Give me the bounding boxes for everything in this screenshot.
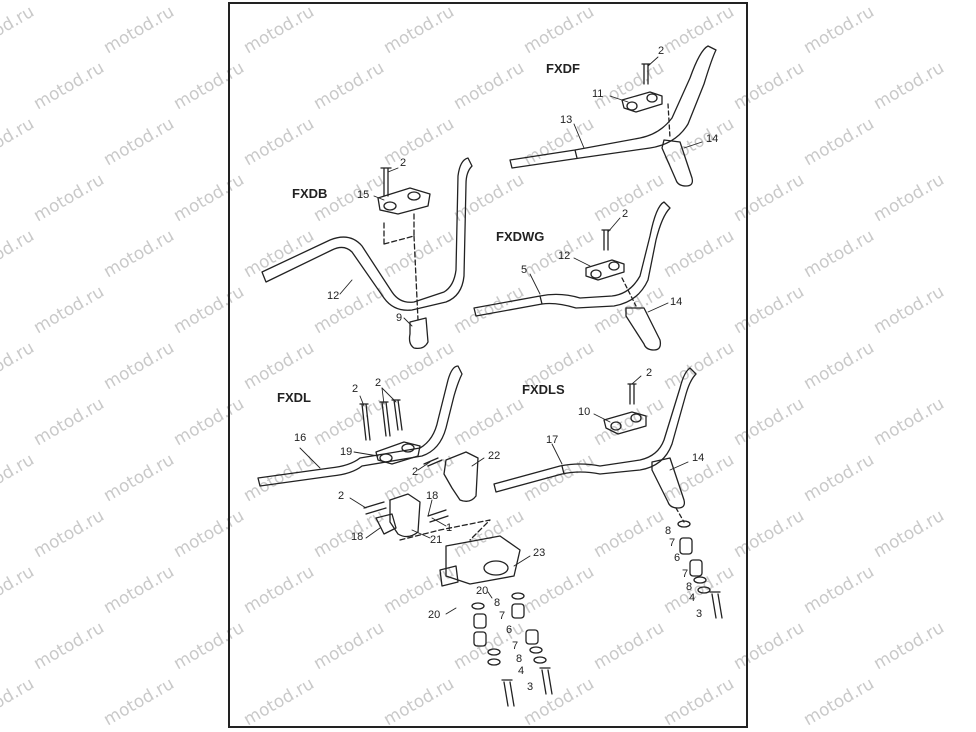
- fxdf-handlebar-drawing: [509, 45, 717, 187]
- model-label-fxdb: FXDB: [292, 186, 328, 201]
- callout-fxdls-6: 6: [674, 552, 681, 564]
- callout-fxdl-7-a: 7: [499, 610, 506, 622]
- callout-fxdl-6: 6: [506, 624, 513, 636]
- callout-fxdls-17: 17: [546, 434, 559, 446]
- callout-fxdls-8-b: 8: [686, 581, 693, 593]
- fxdls-riser-stack: [677, 520, 723, 619]
- callout-fxdl-18-a: 18: [426, 490, 439, 502]
- callout-fxdls-7-b: 7: [682, 568, 689, 580]
- callout-fxdl-1: 1: [446, 522, 453, 534]
- callout-fxdls-2: 2: [646, 367, 653, 379]
- diagram-frame: [228, 2, 748, 728]
- callout-fxdb-2: 2: [400, 157, 407, 169]
- callout-fxdl-18-b: 18: [351, 531, 364, 543]
- callout-fxdls-14: 14: [692, 452, 705, 464]
- callout-fxdls-4: 4: [689, 592, 696, 604]
- callout-fxdf-2: 2: [658, 45, 665, 57]
- callout-fxdf-13: 13: [560, 114, 573, 126]
- fxdl-riser-stack-right: [511, 592, 553, 695]
- callout-fxdwg-2: 2: [622, 208, 629, 220]
- callout-fxdl-4: 4: [518, 665, 525, 677]
- callout-leader-lines: [299, 56, 703, 615]
- model-label-fxdl: FXDL: [277, 390, 311, 405]
- callout-fxdl-8-b: 8: [516, 653, 523, 665]
- callout-fxdl-8-a: 8: [494, 597, 501, 609]
- callout-fxdl-21: 21: [430, 534, 443, 546]
- callout-fxdwg-14: 14: [670, 296, 683, 308]
- fxdb-handlebar-drawing: [261, 157, 473, 350]
- callout-fxdl-22: 22: [488, 450, 501, 462]
- fxdl-riser-stack-left: [471, 602, 515, 707]
- model-label-fxdls: FXDLS: [522, 382, 565, 397]
- callout-fxdf-14: 14: [706, 133, 719, 145]
- callout-fxdls-3: 3: [696, 608, 703, 620]
- callout-fxdls-8-a: 8: [665, 525, 672, 537]
- fxdl-handlebar-drawing: [257, 365, 553, 707]
- callout-fxdwg-5: 5: [521, 264, 528, 276]
- callout-fxdb-15: 15: [357, 189, 370, 201]
- callout-fxdf-11: 11: [592, 88, 604, 100]
- callout-fxdwg-12: 12: [558, 250, 571, 262]
- callout-fxdl-2-d: 2: [338, 490, 345, 502]
- callout-fxdl-20-a: 20: [476, 585, 489, 597]
- callout-fxdb-12: 12: [327, 290, 340, 302]
- callout-fxdl-2-b: 2: [375, 377, 382, 389]
- callout-fxdl-7-b: 7: [512, 640, 519, 652]
- callout-fxdl-2-c: 2: [412, 466, 419, 478]
- callout-fxdl-2-a: 2: [352, 383, 359, 395]
- callout-fxdls-7-a: 7: [669, 537, 676, 549]
- callout-fxdls-10: 10: [578, 406, 591, 418]
- fxdwg-handlebar-drawing: [473, 201, 671, 351]
- callout-fxdl-23: 23: [533, 547, 546, 559]
- callout-fxdl-16: 16: [294, 432, 307, 444]
- callout-fxdl-19: 19: [340, 446, 353, 458]
- callout-fxdb-9: 9: [396, 312, 403, 324]
- callout-fxdl-20-b: 20: [428, 609, 441, 621]
- model-label-fxdf: FXDF: [546, 61, 580, 76]
- model-label-fxdwg: FXDWG: [496, 229, 545, 244]
- callout-fxdl-3: 3: [527, 681, 534, 693]
